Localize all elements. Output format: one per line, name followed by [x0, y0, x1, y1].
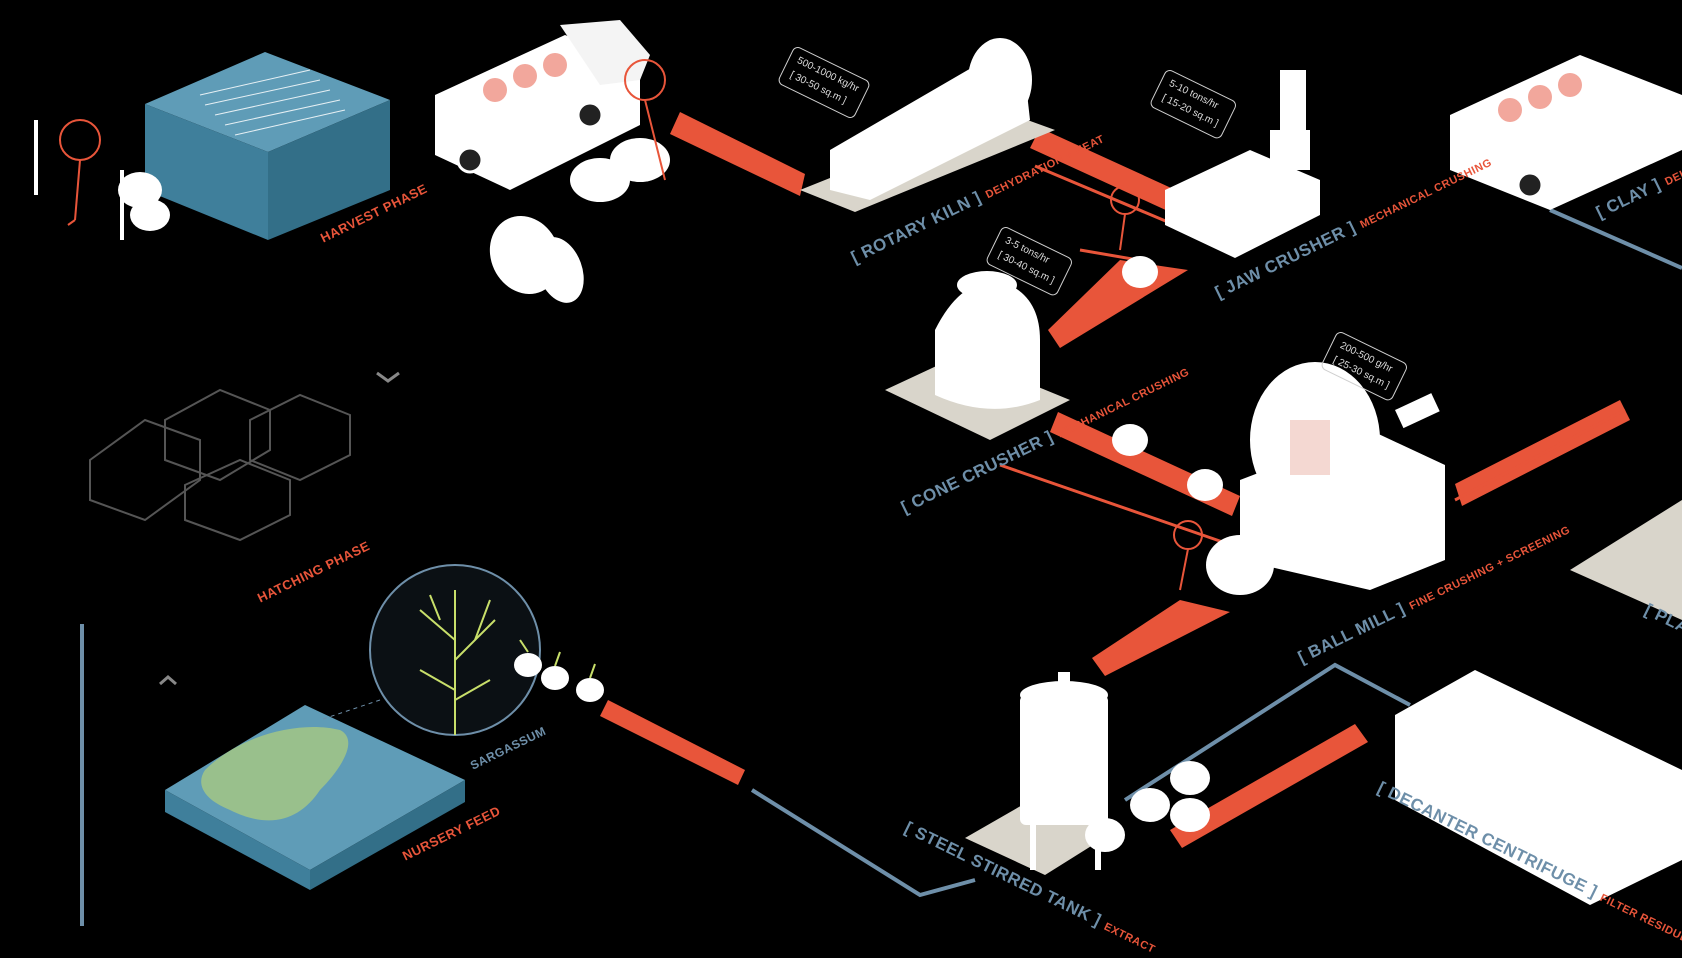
conveyor-jaw-cone [1048, 260, 1188, 348]
steel-tank-process: EXTRACT [1101, 920, 1157, 956]
decanter-flow-line [1123, 662, 1411, 802]
bins [118, 138, 1274, 852]
oyster-shells [489, 216, 584, 303]
worker-icon [1110, 185, 1140, 251]
worker-icon [1173, 520, 1203, 591]
conveyor-kiln-jaw [1030, 128, 1180, 212]
conveyor-tank-decanter [1170, 724, 1368, 848]
ball-mill-machine [1240, 362, 1445, 590]
chevron-up-icon [159, 675, 177, 686]
conveyor-truck-kiln [670, 112, 805, 196]
chevron-down-icon [376, 371, 400, 383]
harvest-water-tank [145, 52, 390, 240]
workers [59, 59, 1203, 591]
jaw-crusher-machine [1165, 70, 1320, 258]
potted-sargassum [514, 639, 604, 702]
nursery-water-tank [165, 705, 465, 890]
plant-platform [1570, 500, 1682, 620]
flow-lines [80, 208, 1682, 926]
decanter-machine [1395, 670, 1682, 905]
hatching-frame [89, 388, 351, 542]
clay-flow-line [1549, 208, 1682, 270]
rotary-kiln-machine [830, 38, 1032, 200]
conveyor-sargassum [600, 700, 745, 785]
sign-posts [34, 120, 124, 240]
cone-crusher-machine [935, 271, 1040, 409]
worker-icon [624, 59, 666, 181]
sargassum-magnifier [319, 564, 541, 736]
process-diagram [34, 20, 1682, 926]
conveyors [600, 112, 1630, 848]
conveyor-ball-bottom [1092, 600, 1230, 676]
worker-icon [59, 119, 101, 226]
truck-right [1450, 55, 1682, 210]
tank-flow-line [750, 788, 976, 898]
